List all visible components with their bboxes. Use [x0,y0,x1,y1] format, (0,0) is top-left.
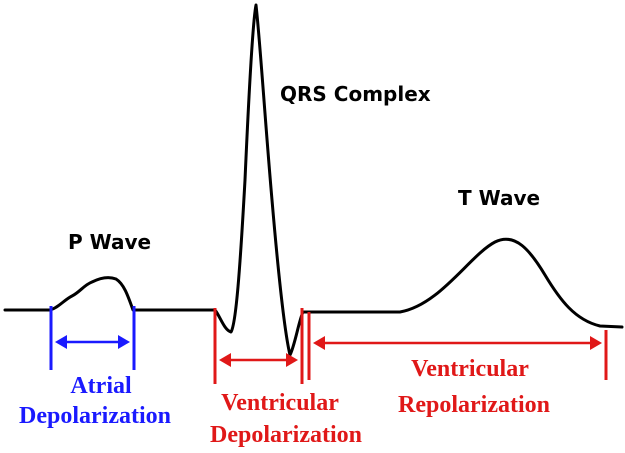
t-wave-label: T Wave [458,186,540,210]
vent-dep-label-line1: Ventricular [221,390,339,416]
vent-rep-marker [307,312,608,380]
vent-rep-arrow-right-head [590,336,602,350]
atrial-marker [49,306,136,370]
vent-rep-label-line2: Repolarization [398,392,550,418]
vent-rep-arrow-left-head [313,336,325,350]
ecg-trace [3,3,624,357]
atrial-arrow-left-head [55,335,67,349]
qrs-complex-label: QRS Complex [280,82,431,106]
p-wave-label: P Wave [68,230,151,254]
vent-dep-label-line2: Depolarization [210,422,362,448]
vent-dep-arrow-right-head [286,353,298,367]
atrial-label-line1: Atrial [70,373,132,399]
atrial-label-line2: Depolarization [19,403,171,429]
vent-dep-marker [213,308,304,384]
atrial-arrow-right-head [118,335,130,349]
vent-rep-label-line1: Ventricular [411,356,529,382]
vent-dep-arrow-left-head [219,353,231,367]
